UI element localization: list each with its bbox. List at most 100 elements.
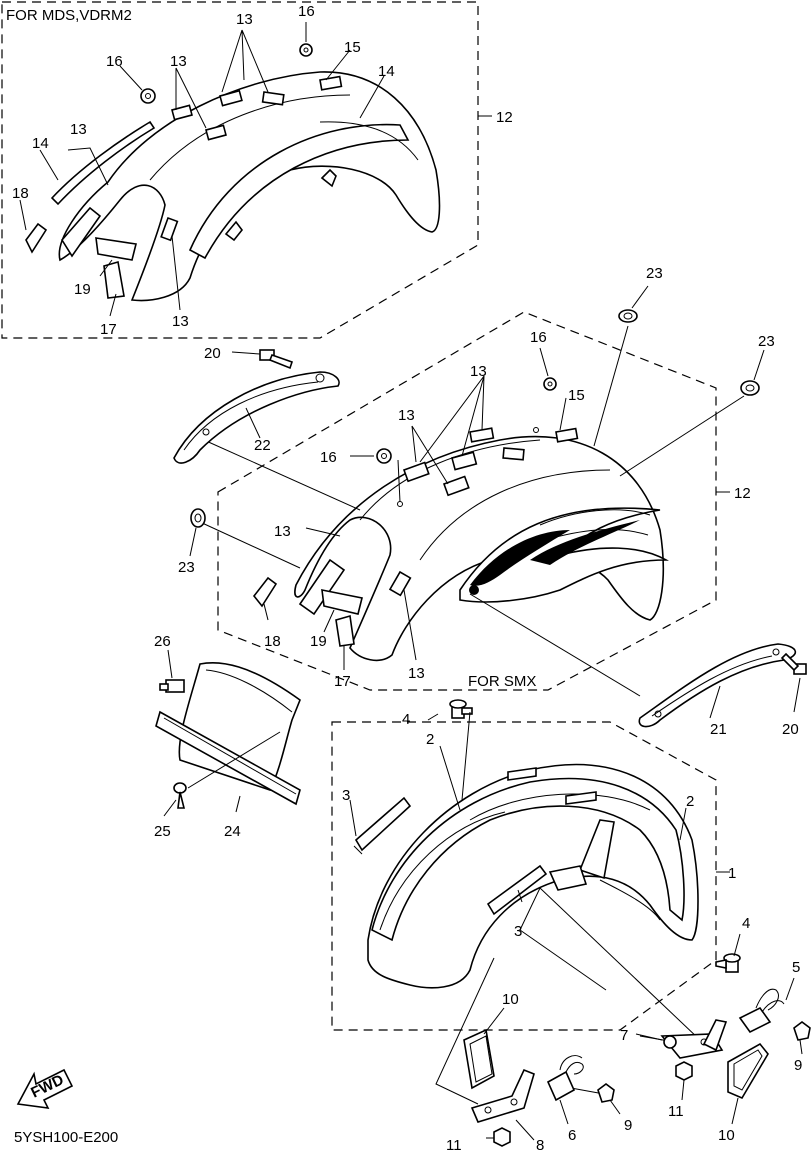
label-19-top: 19: [74, 281, 91, 298]
pads-13-smx: [298, 427, 525, 616]
label-23-right: 23: [758, 333, 775, 350]
pads-13-mds: [61, 89, 285, 258]
nut-11-left: [493, 1127, 511, 1147]
label-15-mid: 15: [568, 387, 585, 404]
bolt-20-upper: [259, 349, 294, 370]
label-16-mid-left: 16: [320, 449, 337, 466]
mds-vdrm2-box: FOR MDS,VDRM2: [1, 1, 492, 339]
label-7: 7: [620, 1027, 628, 1044]
label-15-top: 15: [344, 39, 361, 56]
label-21: 21: [710, 721, 727, 738]
label-14-top-right: 14: [378, 63, 395, 80]
grommet-23-left: [190, 508, 206, 528]
label-13-mid-side: 13: [274, 523, 291, 540]
decal-19-smx: [321, 588, 363, 615]
nut-9-right: [793, 1021, 811, 1041]
label-22: 22: [254, 437, 271, 454]
label-13-mid-bottom: 13: [408, 665, 425, 682]
bracket-8: [470, 1068, 535, 1123]
rear-fender-mds: [58, 71, 441, 302]
license-bracket-24: [155, 661, 301, 806]
nut-11-right: [675, 1061, 693, 1081]
label-17-top: 17: [100, 321, 117, 338]
decal-19-mds: [95, 237, 137, 261]
label-19-mid: 19: [310, 633, 327, 650]
label-17-mid: 17: [334, 673, 351, 690]
bolt-20-lower: [780, 652, 807, 675]
label-20-upper: 20: [204, 345, 221, 362]
decal-15-smx: [555, 427, 579, 443]
decal-17-smx: [335, 614, 355, 647]
label-2-left: 2: [426, 731, 434, 748]
label-18-top: 18: [12, 185, 29, 202]
label-23-left: 23: [178, 559, 195, 576]
label-18-mid: 18: [264, 633, 281, 650]
label-13-top: 13: [236, 11, 253, 28]
part-code: 5YSH100-E200: [14, 1129, 118, 1146]
rear-fender-smx: [294, 435, 669, 662]
decal-15-mds: [319, 75, 343, 91]
label-20-lower: 20: [782, 721, 799, 738]
bracket-7: [660, 1019, 728, 1059]
main-fender-box: [331, 699, 741, 1031]
label-9-right: 9: [794, 1057, 802, 1074]
screw-25: [173, 782, 187, 809]
washer-16-mds-a: [140, 88, 156, 104]
label-13-mid-left-top: 13: [398, 407, 415, 424]
nut-9-left: [597, 1083, 615, 1103]
label-13-mid-top: 13: [470, 363, 487, 380]
bolt-4-lower: [715, 953, 741, 973]
grommet-23-top: [618, 309, 638, 323]
fwd-arrow-icon: FWD: [16, 1068, 74, 1109]
washer-16-smx-b: [543, 377, 557, 391]
reflector-10-right: [727, 1042, 769, 1100]
connector-26: [159, 679, 185, 693]
label-11-left: 11: [446, 1137, 462, 1152]
label-12-top: 12: [496, 109, 513, 126]
smx-box: FOR SMX: [199, 311, 730, 697]
label-13-top-left: 13: [170, 53, 187, 70]
lamp-6: [546, 1055, 584, 1102]
label-13-bottom-top: 13: [172, 313, 189, 330]
label-23-top: 23: [646, 265, 663, 282]
label-4-upper: 4: [402, 711, 410, 728]
decal-18-mds: [25, 222, 48, 254]
label-2-right: 2: [686, 793, 694, 810]
label-3-center: 3: [514, 923, 522, 940]
rail-22: [173, 371, 340, 464]
decal-strip-2-top: [507, 767, 537, 781]
label-10-right: 10: [718, 1127, 735, 1144]
decal-17-mds: [103, 260, 125, 299]
label-1: 1: [728, 865, 736, 882]
reflector-10-left: [463, 1028, 495, 1090]
decal-3-left: [354, 796, 412, 852]
label-14-left: 14: [32, 135, 49, 152]
label-10-left: 10: [502, 991, 519, 1008]
label-16-top-right: 16: [298, 3, 315, 20]
stripe-14-left: [50, 120, 156, 206]
label-11-right: 11: [668, 1103, 684, 1120]
label-12-mid: 12: [734, 485, 751, 502]
decal-18-smx: [252, 576, 278, 608]
label-16-mid-right: 16: [530, 329, 547, 346]
label-4-lower: 4: [742, 915, 750, 932]
rail-21: [638, 643, 797, 728]
label-26: 26: [154, 633, 171, 650]
bolt-4-upper: [449, 699, 473, 719]
label-24: 24: [224, 823, 241, 840]
label-9-left: 9: [624, 1117, 632, 1134]
label-13-mid-left: 13: [70, 121, 87, 138]
label-25: 25: [154, 823, 171, 840]
smx-box-caption: FOR SMX: [468, 673, 536, 690]
label-16-top-left: 16: [106, 53, 123, 70]
washer-16-smx-a: [376, 448, 392, 464]
decal-3-center: [486, 864, 548, 916]
label-5: 5: [792, 959, 800, 976]
washer-16-mds-b: [299, 43, 313, 57]
mds-box-caption: FOR MDS,VDRM2: [6, 7, 132, 24]
label-6: 6: [568, 1127, 576, 1144]
lamp-5: [738, 988, 785, 1034]
decal-strip-2-right: [565, 791, 597, 805]
label-3-left: 3: [342, 787, 350, 804]
